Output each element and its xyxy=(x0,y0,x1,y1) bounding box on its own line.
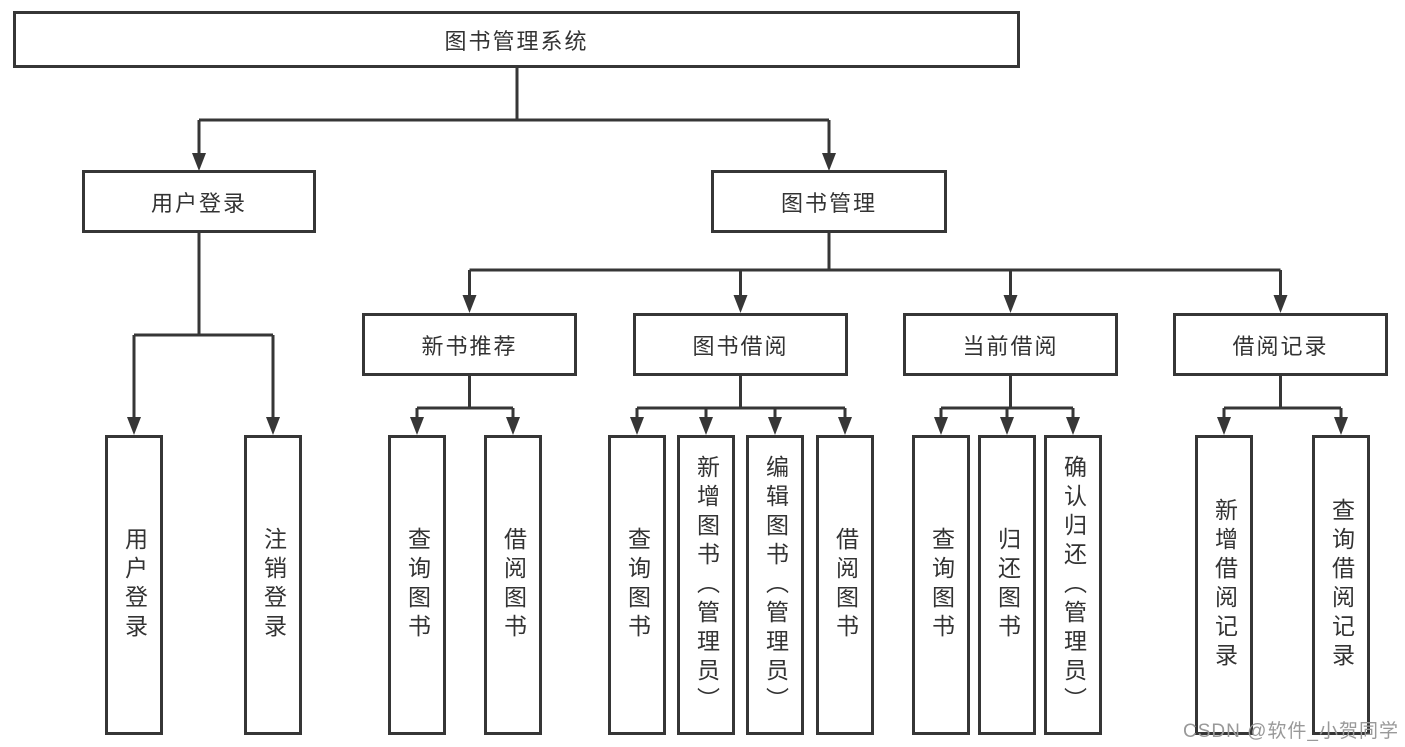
leaf-user-login: 用户登录 xyxy=(105,435,163,735)
leaf-newbook-query-books: 查询图书 xyxy=(388,435,446,735)
leaf-logout: 注销登录 xyxy=(244,435,302,735)
leaf-current-query-books: 查询图书 xyxy=(912,435,970,735)
node-borrow-records: 借阅记录 xyxy=(1173,313,1388,376)
leaf-return-books: 归还图书 xyxy=(978,435,1036,735)
leaf-edit-books-admin: 编辑图书（管理员） xyxy=(746,435,804,735)
leaf-borrow-query-books: 查询图书 xyxy=(608,435,666,735)
node-book-borrow: 图书借阅 xyxy=(633,313,848,376)
node-new-book-recommend: 新书推荐 xyxy=(362,313,577,376)
leaf-query-borrow-record: 查询借阅记录 xyxy=(1312,435,1370,735)
node-user-login: 用户登录 xyxy=(82,170,316,233)
csdn-watermark: CSDN @软件_小贺同学 xyxy=(1183,721,1399,742)
leaf-newbook-borrow-books: 借阅图书 xyxy=(484,435,542,735)
leaf-add-borrow-record: 新增借阅记录 xyxy=(1195,435,1253,735)
leaf-borrow-books: 借阅图书 xyxy=(816,435,874,735)
node-book-management: 图书管理 xyxy=(711,170,947,233)
leaf-add-books-admin: 新增图书（管理员） xyxy=(677,435,735,735)
leaf-confirm-return-admin: 确认归还（管理员） xyxy=(1044,435,1102,735)
node-current-borrow: 当前借阅 xyxy=(903,313,1118,376)
node-library-system: 图书管理系统 xyxy=(13,11,1020,68)
